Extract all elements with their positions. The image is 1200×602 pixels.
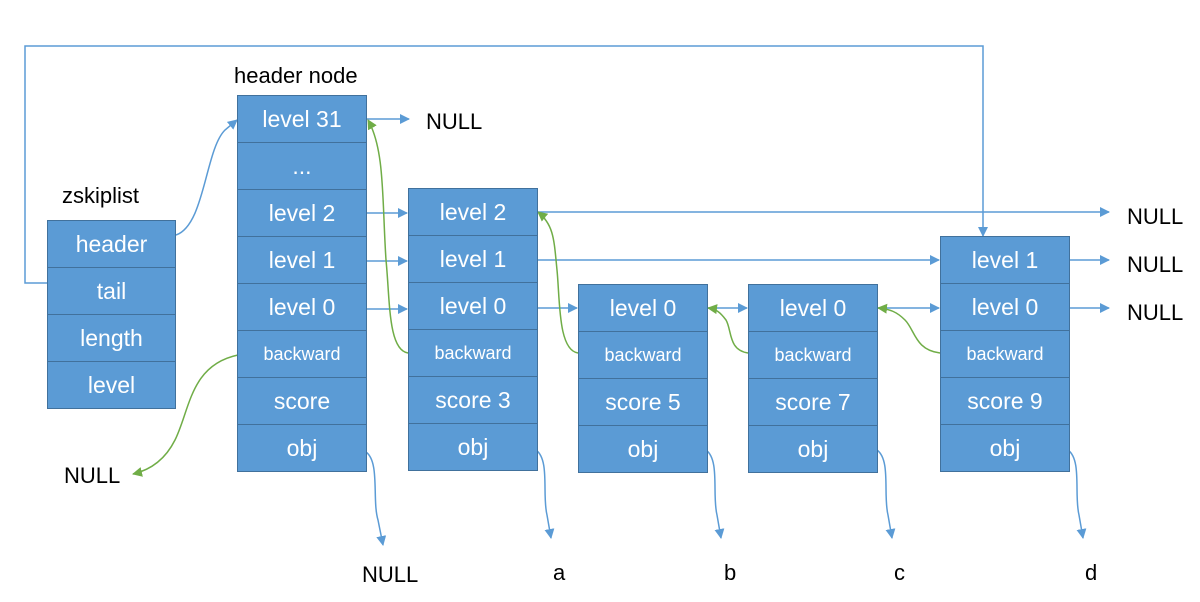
node3-obj-pointer-arrow (876, 449, 896, 539)
node2-backward-to-node1-arrow (537, 211, 579, 354)
node1-score-cell: score 3 (408, 376, 538, 424)
hdr-obj-pointer-arrow (365, 451, 387, 546)
node1-obj-cell: obj (408, 423, 538, 471)
node2-obj-pointer-arrow (705, 449, 725, 539)
header-pointer-arrow (175, 119, 238, 236)
node4-obj-cell: obj (940, 424, 1070, 472)
node1-level0-cell: level 0 (408, 282, 538, 330)
obj-target-b: b (724, 560, 737, 585)
node4-obj-pointer-arrow (1067, 449, 1087, 539)
node4-score-cell: score 9 (940, 377, 1070, 425)
header-obj-cell: obj (237, 424, 367, 472)
level0-null-label: NULL (1127, 300, 1184, 325)
zskiplist-header-field: header (47, 220, 176, 268)
node1-backward-cell: backward (408, 329, 538, 377)
zskiplist-level-field: level (47, 361, 176, 409)
node4-backward-cell: backward (940, 330, 1070, 378)
header-level0-cell: level 0 (237, 283, 367, 331)
node1-level2-cell: level 2 (408, 188, 538, 236)
header-node-title: header node (234, 63, 358, 88)
node2-obj-cell: obj (578, 425, 708, 473)
zskiplist-length-field: length (47, 314, 176, 362)
node1-level1-cell: level 1 (408, 235, 538, 283)
node3-level0-cell: level 0 (748, 284, 878, 332)
header-level2-cell: level 2 (237, 189, 367, 237)
node4-level0-cell: level 0 (940, 283, 1070, 331)
node3-score-cell: score 7 (748, 378, 878, 426)
level31-null-label: NULL (426, 109, 483, 134)
hdr-backward-to-null-arrow (132, 354, 239, 477)
node2-score-cell: score 5 (578, 378, 708, 426)
obj-target-a: a (553, 560, 566, 585)
node3-obj-cell: obj (748, 425, 878, 473)
zskiplist-tail-field: tail (47, 267, 176, 315)
obj-null-label: NULL (362, 562, 419, 587)
header-level31-cell: level 31 (237, 95, 367, 143)
level1-null-label: NULL (1127, 252, 1184, 277)
node1-backward-to-header-arrow (367, 119, 409, 354)
level2-null-label: NULL (1127, 204, 1184, 229)
header-backward-cell: backward (237, 330, 367, 378)
node2-backward-cell: backward (578, 331, 708, 379)
node1-obj-pointer-arrow (535, 449, 555, 539)
node4-backward-to-node3-arrow (877, 303, 941, 354)
node2-level0-cell: level 0 (578, 284, 708, 332)
tail-pointer-arrow (24, 45, 988, 284)
header-ellipsis-cell: ... (237, 142, 367, 190)
obj-target-c: c (894, 560, 905, 585)
node3-backward-cell: backward (748, 331, 878, 379)
node4-level1-cell: level 1 (940, 236, 1070, 284)
zskiplist-title: zskiplist (62, 183, 140, 208)
header-level1-cell: level 1 (237, 236, 367, 284)
node3-backward-to-node2-arrow (707, 304, 749, 354)
backward-null-label: NULL (64, 463, 121, 488)
header-score-cell: score (237, 377, 367, 425)
obj-target-d: d (1085, 560, 1098, 585)
